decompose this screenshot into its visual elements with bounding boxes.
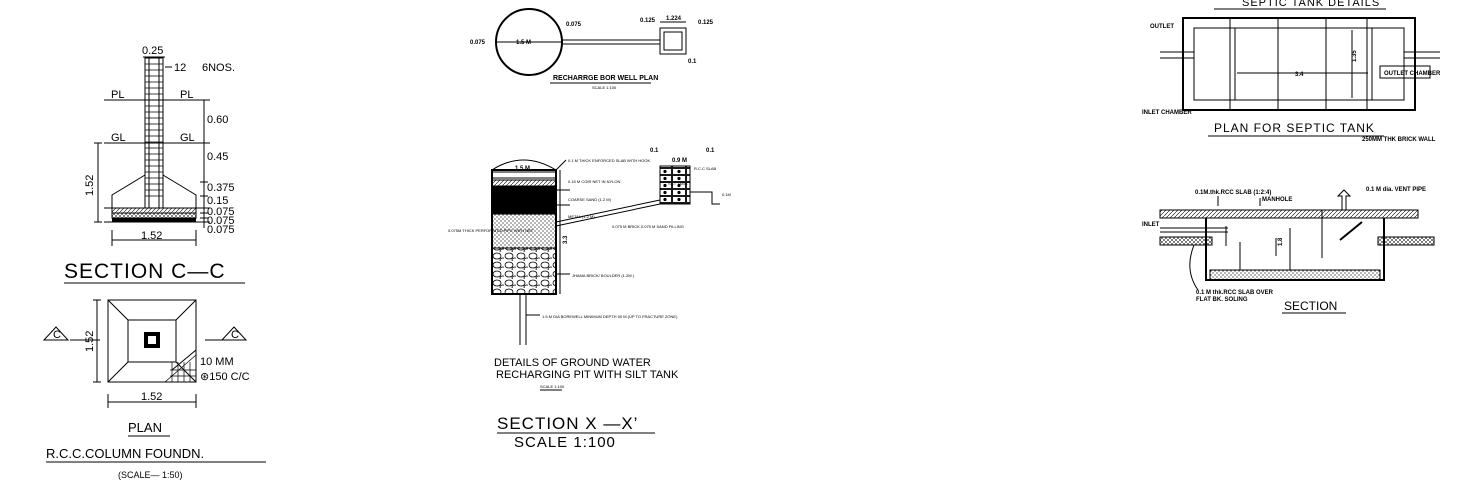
section-c-title: SECTION C—C bbox=[64, 260, 226, 283]
septic-plan-title: PLAN FOR SEPTIC TANK bbox=[1214, 121, 1375, 135]
pit-note-3: COARSE SAND (1.2 M) bbox=[568, 197, 612, 202]
pit-scale-small: SCALE 1:100 bbox=[540, 384, 565, 389]
section-x-title: SECTION X —X’ bbox=[497, 414, 638, 433]
dim-0375: 0.375 bbox=[207, 182, 235, 194]
recharge-borewell-plan: 0.075 1.5 M 0.075 0.125 1.224 0.125 0.1 … bbox=[470, 8, 714, 90]
septic-outlet-left: OUTLET bbox=[1150, 24, 1174, 30]
tank-side-dim: 0.1 bbox=[650, 148, 659, 154]
gl-right-label: GL bbox=[180, 132, 195, 144]
pit-note-5: 0.075 M BRICK 0.075 M SAND FILLING bbox=[612, 224, 684, 229]
septic-vent-label: 0.1 M dia. VENT PIPE bbox=[1366, 187, 1426, 193]
rebar-size-label: 10 MM bbox=[200, 356, 234, 368]
tank-note-2: SILT TANK bbox=[668, 181, 688, 186]
base-dim-label: 1.52 bbox=[141, 230, 162, 242]
septic-slab-note: 0.1M.thk.RCC SLAB (1:2:4) bbox=[1195, 190, 1271, 196]
pipe-note: 0.075M THICK PERFORATED PIPE WITH NET bbox=[448, 228, 534, 233]
tank-width-dim2: 0.1 bbox=[706, 148, 715, 154]
bw-plan-scale: SCALE 1:100 bbox=[592, 85, 617, 90]
pit-top-dia: 1.5 M bbox=[515, 166, 530, 172]
rebar-spacing-label: ⊛150 C/C bbox=[200, 371, 250, 383]
dim-015: 0.15 bbox=[207, 195, 228, 207]
section-x-scale: SCALE 1:100 bbox=[514, 434, 616, 451]
pl-right-label: PL bbox=[180, 89, 193, 101]
tank-width-dim: 0.9 M bbox=[672, 158, 687, 164]
pit-title-2: RECHARGING PIT WITH SILT TANK bbox=[496, 369, 679, 381]
bw-dim-b: 1.224 bbox=[666, 16, 682, 22]
septic-tank-section: 0.1M.thk.RCC SLAB (1:2:4) MANHOLE 0.1 M … bbox=[1142, 187, 1435, 314]
septic-wall-note: 250MM THK BRICK WALL bbox=[1362, 137, 1436, 143]
bw-dim-d: 0.1 bbox=[688, 59, 697, 65]
height-dim-label: 1.52 bbox=[84, 175, 96, 196]
septic-outlet-chamber: OUTLET CHAMBER bbox=[1384, 71, 1441, 77]
dim-0075b: 0.075 bbox=[207, 215, 235, 227]
pl-left-label: PL bbox=[111, 89, 124, 101]
top-dim-label: 0.25 bbox=[142, 45, 163, 57]
septic-width-dim: 1.35 bbox=[1352, 50, 1358, 62]
recharge-pit-section: 1.5 M 0.1 0.9 M 0.1 3.3 0.075M THICK PER… bbox=[448, 148, 731, 451]
septic-length-dim: 3.4 bbox=[1295, 72, 1304, 78]
column-foundation-scale: (SCALE— 1:50) bbox=[118, 470, 183, 480]
bars-nos-label: 6NOS. bbox=[202, 62, 235, 74]
marker-left-label: C bbox=[53, 329, 61, 341]
pit-note-4: METAL (1.2 M) bbox=[568, 214, 595, 219]
column-foundation-title: R.C.C.COLUMN FOUNDN. bbox=[46, 446, 204, 461]
dim-0075c: 0.075 bbox=[207, 224, 235, 236]
plan-bottom-dim: 1.52 bbox=[141, 391, 162, 403]
bw-left-dim: 0.075 bbox=[470, 40, 486, 46]
bw-dim-c: 0.125 bbox=[698, 20, 714, 26]
dim-060: 0.60 bbox=[207, 114, 228, 126]
septic-heading: SEPTIC TANK DETAILS bbox=[1242, 0, 1380, 9]
septic-bottom-note-1: 0.1 M thk.RCC SLAB OVER bbox=[1196, 290, 1274, 296]
septic-section-title: SECTION bbox=[1284, 299, 1337, 313]
bw-pipe-dim: 0.075 bbox=[566, 22, 582, 28]
bars-label: 12 bbox=[174, 62, 186, 74]
pit-depth-dim: 3.3 bbox=[563, 235, 569, 244]
column-foundation-plan: C C 1.52 1.52 10 MM ⊛150 C/C PLAN R.C.C.… bbox=[42, 299, 266, 480]
plan-side-dim: 1.52 bbox=[84, 331, 96, 352]
column-foundation-section: 0.25 12 6NOS. PL PL GL GL 0.60 0.45 0.37… bbox=[64, 45, 245, 284]
septic-tank-plan: SEPTIC TANK DETAILS OUTLET INLET CHAMBER… bbox=[1142, 0, 1441, 143]
bw-dia-label: 1.5 M bbox=[516, 40, 531, 46]
bw-plan-title: RECHARRGE BOR WELL PLAN bbox=[553, 75, 658, 82]
pit-note-2: 0.15 M COIR NET IN NYLON bbox=[568, 179, 620, 184]
pit-note-1: 0.1 M THICK ENFORCED SLAB WITH HOOK bbox=[568, 158, 650, 163]
septic-inlet-label: INLET bbox=[1142, 222, 1160, 228]
plan-title: PLAN bbox=[128, 420, 162, 435]
septic-inlet-chamber: INLET CHAMBER bbox=[1142, 110, 1192, 116]
tank-note-3: 0.1M bbox=[722, 192, 731, 197]
pit-note-6: JHAMA BRICK/ BOULDER (1.2M ) bbox=[572, 273, 635, 278]
dim-0075a: 0.075 bbox=[207, 206, 235, 218]
gl-left-label: GL bbox=[111, 132, 126, 144]
pit-note-7: 1.5 M DIA BOREWELL MINIMUM DEPTH 50 M (U… bbox=[542, 314, 678, 319]
dim-045: 0.45 bbox=[207, 151, 228, 163]
septic-bottom-note-2: FLAT BK. SOLING bbox=[1196, 297, 1248, 303]
septic-manhole-label: MANHOLE bbox=[1262, 197, 1292, 203]
tank-note-1: R.C.C SLAB bbox=[694, 166, 717, 171]
bw-dim-a: 0.125 bbox=[640, 18, 656, 24]
septic-depth-dim: 1.8 bbox=[1278, 237, 1284, 246]
marker-right-label: C bbox=[231, 329, 239, 341]
pit-title-1: DETAILS OF GROUND WATER bbox=[494, 357, 651, 369]
